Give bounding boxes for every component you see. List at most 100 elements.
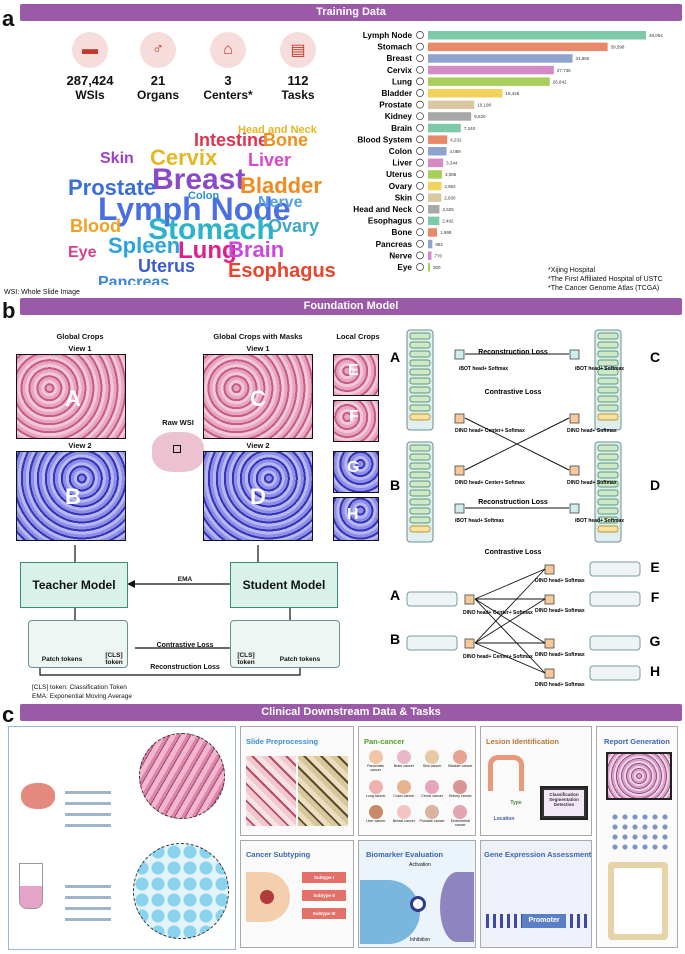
bar-value: 10,198 bbox=[477, 103, 491, 108]
reconstruction-loss-bottom: Reconstruction Loss bbox=[150, 664, 220, 671]
pan-cancer-label: Skin cancer bbox=[422, 764, 442, 768]
bar-label: Lymph Node bbox=[363, 31, 413, 40]
bar-label: Nerve bbox=[389, 251, 412, 260]
token bbox=[597, 453, 619, 461]
bar bbox=[428, 205, 440, 214]
token bbox=[597, 395, 619, 403]
contrastive-bottom: Contrastive Loss bbox=[485, 549, 542, 556]
bar-label: Uterus bbox=[386, 170, 412, 179]
teacher-cls-label: [CLS] token bbox=[105, 652, 123, 666]
token bbox=[409, 453, 431, 461]
dino-a: DINO head+ Center+ Softmax bbox=[455, 428, 525, 434]
contrastive-loss-bottom: Contrastive Loss bbox=[156, 642, 214, 649]
pan-cancer-item: Brain cancer bbox=[390, 750, 417, 779]
organ-icon bbox=[416, 42, 424, 51]
pan-cancer-item: Breast cancer bbox=[390, 805, 417, 834]
bar bbox=[428, 147, 447, 156]
bar-value: 2,526 bbox=[442, 207, 454, 212]
local-token-box bbox=[589, 591, 641, 607]
bar-label: Lung bbox=[392, 77, 412, 86]
bar bbox=[428, 216, 440, 226]
local-link bbox=[474, 568, 546, 644]
slide-preprocessing-title: Slide Preprocessing bbox=[246, 737, 319, 746]
bar-value: 300 bbox=[433, 265, 441, 270]
footnote-xijing: *Xijing Hospital bbox=[548, 267, 596, 274]
bar bbox=[428, 158, 444, 168]
token bbox=[597, 489, 619, 497]
activation-label: Activation bbox=[409, 862, 431, 868]
organ-icon bbox=[416, 123, 424, 132]
bar bbox=[428, 65, 554, 75]
stat-number: 3 bbox=[224, 73, 232, 88]
clipboard-icon: ▤ bbox=[280, 32, 316, 68]
rec-loss-mid: Reconstruction Loss bbox=[478, 499, 548, 506]
word-lung: Lung bbox=[178, 237, 237, 264]
pan-cancer-label: Prostate cancer bbox=[419, 819, 445, 824]
flow-letter-b: B bbox=[390, 477, 400, 493]
token bbox=[597, 480, 619, 488]
word-liver: Liver bbox=[248, 150, 292, 170]
view2-left: View 2 bbox=[68, 441, 92, 450]
pan-cancer-label: Brain cancer bbox=[393, 764, 414, 768]
pan-cancer-item: Endometrial cancer bbox=[447, 805, 474, 834]
type-label: Type bbox=[510, 800, 522, 806]
wsi-note: WSI: Whole Slide Image bbox=[4, 289, 80, 296]
token bbox=[409, 471, 431, 479]
bar-value: 4,232 bbox=[450, 137, 462, 142]
word-brain: Brain bbox=[228, 237, 285, 262]
report-monitor bbox=[606, 752, 672, 800]
raw-wsi-label: Raw WSI bbox=[162, 418, 194, 427]
token bbox=[409, 516, 431, 524]
promoter-box: Promoter bbox=[522, 914, 566, 928]
token bbox=[597, 462, 619, 470]
bar-label: Breast bbox=[387, 54, 413, 63]
bar-value: 4,088 bbox=[450, 149, 462, 154]
token bbox=[597, 332, 619, 340]
crop-f bbox=[333, 400, 379, 442]
bar-label: Pancreas bbox=[376, 240, 413, 249]
teacher-token-box bbox=[28, 620, 128, 668]
clipboard-icon bbox=[608, 862, 668, 940]
receptor-icon bbox=[410, 896, 426, 912]
bar bbox=[428, 170, 442, 179]
ibot-c: iBOT head+ Softmax bbox=[575, 366, 624, 372]
bar-label: Head and Neck bbox=[353, 205, 412, 214]
bar-label: Bladder bbox=[382, 89, 413, 98]
bar-value: 16,426 bbox=[506, 91, 520, 96]
organ-icon bbox=[416, 65, 424, 74]
head-box bbox=[544, 668, 555, 679]
organ-icon bbox=[425, 805, 440, 820]
token bbox=[409, 462, 431, 470]
organ-icon bbox=[416, 89, 424, 97]
token bbox=[597, 386, 619, 394]
token bbox=[597, 341, 619, 349]
crop-e bbox=[333, 354, 379, 396]
student-cls-label: [CLS] token bbox=[237, 652, 255, 666]
foundation-model-banner: Foundation Model bbox=[20, 298, 682, 315]
contrastive-top: Contrastive Loss bbox=[485, 389, 542, 396]
head-box bbox=[544, 564, 555, 575]
crop-c bbox=[203, 354, 313, 439]
bar bbox=[428, 251, 432, 260]
bar-label: Esophagus bbox=[368, 217, 413, 226]
stat-number: 21 bbox=[150, 73, 166, 88]
token bbox=[409, 507, 431, 515]
head-box bbox=[464, 594, 475, 605]
student-patch-label: Patch tokens bbox=[279, 656, 321, 663]
head-box bbox=[569, 349, 580, 360]
pan-cancer-label: Bladder cancer bbox=[448, 764, 473, 768]
colon-icon bbox=[488, 755, 524, 791]
token bbox=[409, 341, 431, 349]
pan-cancer-label: Liver cancer bbox=[365, 819, 386, 824]
subtype-box-1: Subtype I bbox=[302, 872, 346, 883]
stat-label: WSIs bbox=[75, 88, 105, 102]
flow-letter-a2: A bbox=[390, 587, 400, 603]
word-spleen: Spleen bbox=[108, 233, 181, 258]
token bbox=[409, 404, 431, 412]
head-box bbox=[544, 594, 555, 605]
bar-label: Ovary bbox=[389, 182, 413, 191]
bar bbox=[428, 77, 550, 86]
word-intestine: Intestine bbox=[194, 130, 269, 150]
